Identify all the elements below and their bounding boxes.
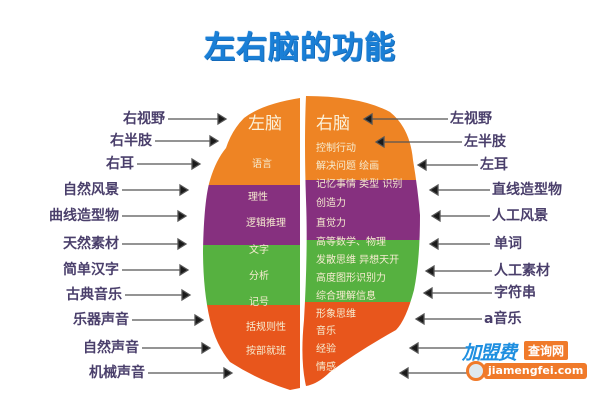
left-brain-item: 理性: [248, 192, 268, 203]
right-brain-item: 经验: [316, 344, 336, 355]
left-brain-item: 文字: [249, 245, 269, 256]
right-label: 单词: [494, 236, 522, 252]
right-label: 字符串: [494, 285, 536, 301]
right-brain-item: 高度图形识别力: [316, 273, 386, 284]
right-brain-item: 控制行动: [316, 143, 356, 154]
right-brain-item: 综合理解信息: [316, 291, 376, 302]
left-label: 自然声音: [83, 340, 139, 356]
left-label: 右半肢: [110, 133, 152, 149]
left-label: 简单汉字: [63, 262, 119, 278]
right-arrows: [362, 112, 492, 380]
right-label: a音乐: [484, 311, 522, 327]
right-label: 直线造型物: [492, 182, 562, 198]
right-label: 左视野: [450, 111, 492, 127]
left-brain-item: 逻辑推理: [246, 218, 286, 229]
left-label: 自然风景: [63, 182, 119, 198]
left-label: 天然素材: [63, 236, 119, 252]
right-brain-item: 高等数学、物理: [316, 237, 386, 248]
left-label: 乐器声音: [73, 312, 129, 328]
right-label: 左耳: [480, 157, 508, 173]
right-label: 左半肢: [464, 134, 506, 150]
left-brain-item: 分析: [249, 271, 269, 282]
watermark: 加盟费 查询网 jiamengfei.com: [462, 338, 588, 386]
left-brain-item: 记号: [249, 297, 269, 308]
diagram-title: 左右脑的功能: [204, 30, 396, 66]
watermark-badge: 查询网: [524, 341, 569, 360]
right-brain-item: 发散思维 异想天开: [316, 255, 400, 266]
left-brain-item: 按部就班: [246, 346, 286, 357]
right-label: 人工风景: [492, 208, 548, 224]
left-brain-item: 语言: [252, 159, 272, 170]
magnifier-icon: [466, 361, 486, 381]
right-brain-item: 形象思维: [316, 309, 356, 320]
right-brain-item: 记忆事情 类型 识别: [316, 179, 403, 190]
left-brain-item: 括规则性: [246, 322, 286, 333]
right-brain-item: 创造力: [316, 198, 346, 209]
right-brain-item: 情感: [316, 362, 336, 373]
left-label: 右视野: [123, 111, 165, 127]
right-brain-heading: 右脑: [316, 114, 350, 134]
watermark-brand: 加盟费: [462, 342, 517, 364]
right-brain-item: 音乐: [316, 326, 336, 337]
left-label: 右耳: [106, 156, 134, 172]
right-label: 人工素材: [494, 263, 550, 279]
right-brain-item: 解决问题 绘画: [316, 161, 380, 172]
right-brain-item: 直觉力: [316, 218, 346, 229]
left-label: 曲线造型物: [49, 208, 119, 224]
left-label: 机械声音: [89, 365, 145, 381]
left-label: 古典音乐: [66, 287, 122, 303]
watermark-url: jiamengfei.com: [484, 363, 588, 379]
left-arrows: [122, 112, 234, 380]
left-brain-heading: 左脑: [248, 114, 282, 134]
